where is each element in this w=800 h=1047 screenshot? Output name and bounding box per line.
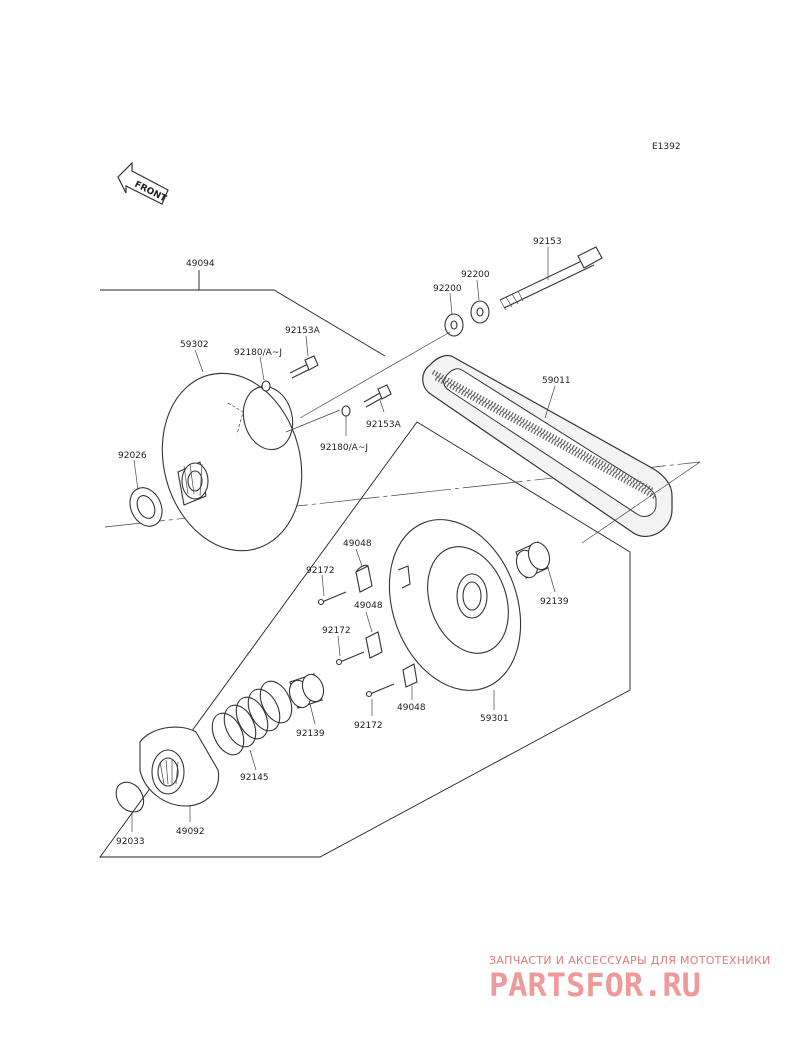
front-arrow-icon: FRONT bbox=[117, 161, 169, 205]
bolt-92153A-top[interactable] bbox=[289, 355, 319, 379]
washer-92200-a[interactable] bbox=[444, 313, 464, 337]
weight-49048-b[interactable] bbox=[365, 631, 383, 659]
weight-49048-a[interactable] bbox=[355, 564, 373, 593]
leader-92145 bbox=[249, 749, 257, 771]
washer-axis-line bbox=[285, 409, 341, 433]
watermark-tagline: ЗАПЧАСТИ И АКСЕССУАРЫ ДЛЯ МОТОТЕХНИКИ bbox=[489, 954, 771, 967]
washer-92180-top[interactable] bbox=[261, 380, 271, 392]
label-49048-c: 49048 bbox=[397, 703, 426, 713]
leader-92172-a bbox=[321, 574, 325, 597]
bolt-92153A-mid[interactable] bbox=[363, 384, 392, 408]
label-92139-right: 92139 bbox=[540, 597, 569, 607]
pin-92172-b[interactable] bbox=[335, 651, 365, 666]
label-92153: 92153 bbox=[533, 237, 562, 247]
watermark-brand: PARTSFOR.RU bbox=[489, 966, 701, 1004]
leader-92172-b bbox=[337, 635, 341, 657]
washer-92026[interactable] bbox=[124, 483, 168, 532]
label-49092: 49092 bbox=[176, 827, 205, 837]
washer-92180-mid[interactable] bbox=[341, 405, 351, 417]
bolt-axis-line bbox=[299, 331, 451, 419]
drive-belt-59011[interactable] bbox=[422, 355, 673, 537]
label-92172-b: 92172 bbox=[322, 626, 351, 636]
leader-92200-a bbox=[449, 292, 453, 315]
label-49094: 49094 bbox=[186, 259, 215, 269]
leader-59302 bbox=[194, 349, 204, 373]
fixed-sheave-59301[interactable] bbox=[367, 501, 544, 709]
leader-92200-b bbox=[476, 279, 480, 301]
label-49048-a: 49048 bbox=[343, 539, 372, 549]
movable-sheave-59302[interactable] bbox=[143, 357, 321, 566]
leader-92139-left bbox=[309, 703, 316, 725]
pin-92172-a[interactable] bbox=[317, 591, 347, 606]
leader-92153A-top bbox=[305, 335, 309, 357]
leader-49048-b bbox=[365, 611, 373, 633]
leader-49048-a bbox=[355, 548, 363, 567]
torque-cam-49092[interactable] bbox=[139, 726, 220, 807]
label-92145: 92145 bbox=[240, 773, 269, 783]
label-92180-top: 92180/A~J bbox=[234, 348, 282, 358]
label-49048-b: 49048 bbox=[354, 601, 383, 611]
label-92033: 92033 bbox=[116, 837, 145, 847]
washer-92200-b[interactable] bbox=[470, 300, 490, 324]
leader-92180-top bbox=[259, 356, 265, 381]
diagram-code: E1392 bbox=[652, 142, 681, 152]
label-92026: 92026 bbox=[118, 451, 147, 461]
leader-59011 bbox=[544, 385, 556, 419]
leader-92153A-mid bbox=[379, 399, 385, 413]
pin-92172-c[interactable] bbox=[365, 683, 395, 698]
weight-49048-c[interactable] bbox=[402, 663, 418, 688]
label-92153A-top: 92153A bbox=[285, 326, 321, 336]
label-59301: 59301 bbox=[480, 714, 509, 724]
label-92200-b: 92200 bbox=[461, 270, 490, 280]
belt-axis-line bbox=[581, 461, 701, 544]
label-92200-a: 92200 bbox=[433, 284, 462, 294]
label-92180-mid: 92180/A~J bbox=[320, 443, 368, 453]
label-92172-c: 92172 bbox=[354, 721, 383, 731]
label-92139-left: 92139 bbox=[296, 729, 325, 739]
spring-92145[interactable] bbox=[206, 676, 298, 760]
label-59011: 59011 bbox=[542, 376, 571, 386]
collar-92139-left[interactable] bbox=[286, 671, 327, 710]
leader-92139-right bbox=[547, 567, 556, 593]
collar-92139-right[interactable] bbox=[513, 539, 553, 580]
bolt-92153[interactable] bbox=[499, 246, 603, 311]
label-92153A-mid: 92153A bbox=[366, 420, 402, 430]
leader-92026 bbox=[133, 459, 139, 491]
circlip-92033[interactable] bbox=[115, 781, 145, 813]
label-59302: 59302 bbox=[180, 340, 209, 350]
label-92172-a: 92172 bbox=[306, 566, 335, 576]
